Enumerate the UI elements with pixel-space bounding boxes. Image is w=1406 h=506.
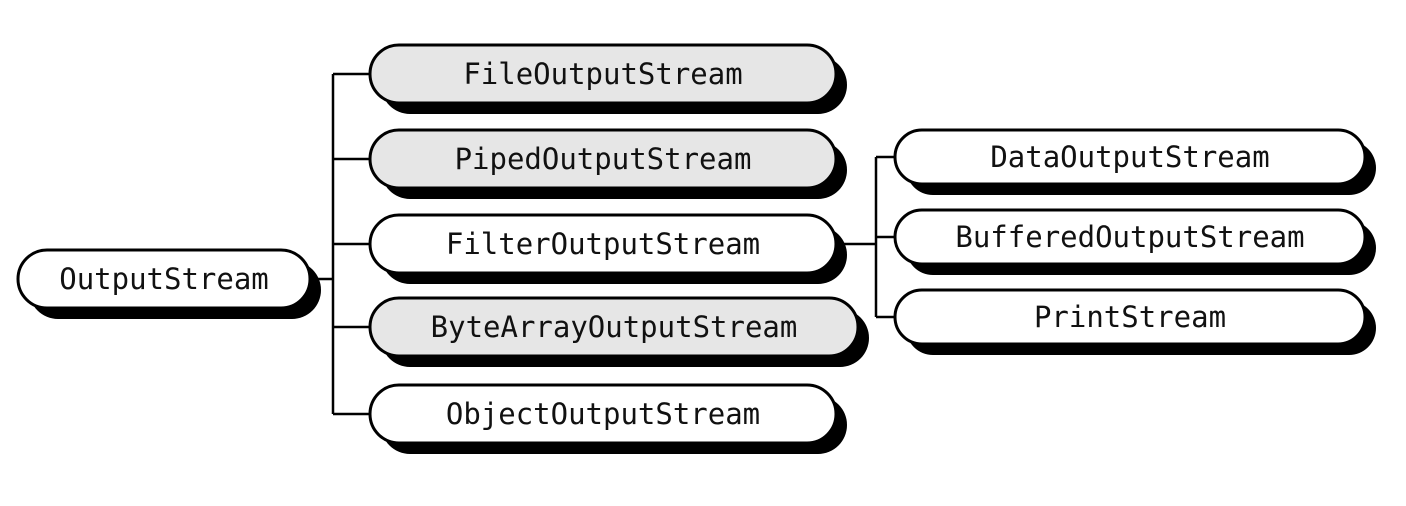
node-output-stream: OutputStream — [16, 248, 321, 319]
node-filter-output-stream: FilterOutputStream — [368, 213, 847, 284]
node-box — [368, 383, 838, 445]
node-file-output-stream: FileOutputStream — [368, 43, 847, 114]
node-label: FileOutputStream — [463, 57, 742, 91]
connectors — [310, 72, 895, 416]
node-box — [368, 43, 838, 105]
node-box — [368, 296, 860, 358]
node-label: ObjectOutputStream — [446, 397, 760, 431]
node-label: DataOutputStream — [990, 140, 1269, 174]
node-label: PipedOutputStream — [455, 142, 752, 176]
node-label: FilterOutputStream — [446, 227, 760, 261]
node-byte-array-output-stream: ByteArrayOutputStream — [368, 296, 869, 367]
node-label: ByteArrayOutputStream — [431, 310, 798, 344]
node-label: PrintStream — [1034, 300, 1226, 334]
node-buffered-output-stream: BufferedOutputStream — [893, 208, 1376, 275]
node-box — [368, 128, 838, 190]
node-box — [16, 248, 312, 310]
node-box — [368, 213, 838, 275]
node-piped-output-stream: PipedOutputStream — [368, 128, 847, 199]
node-box — [893, 288, 1367, 346]
nodes: OutputStream FileOutputStreamPipedOutputS… — [16, 43, 1376, 454]
node-box — [893, 128, 1367, 186]
node-box — [893, 208, 1367, 266]
node-label: OutputStream — [59, 262, 269, 296]
node-object-output-stream: ObjectOutputStream — [368, 383, 847, 454]
node-label: BufferedOutputStream — [955, 220, 1304, 254]
node-print-stream: PrintStream — [893, 288, 1376, 355]
node-data-output-stream: DataOutputStream — [893, 128, 1376, 195]
